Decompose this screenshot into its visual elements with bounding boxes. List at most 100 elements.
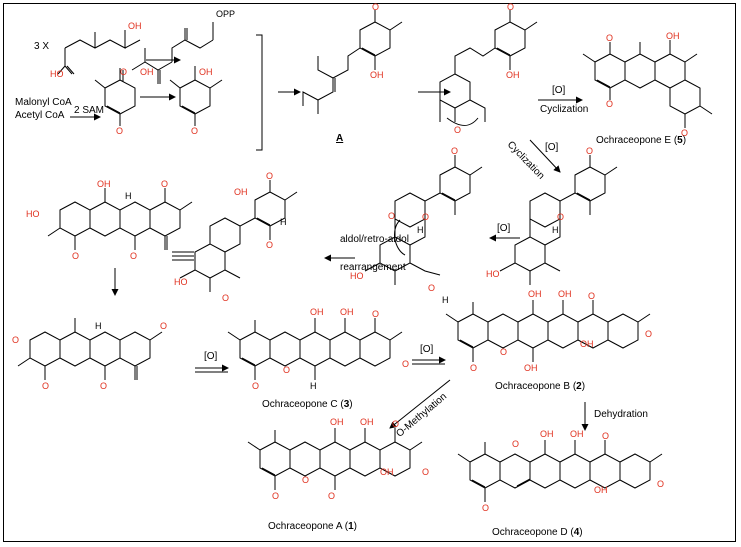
atom-o: O <box>422 467 430 477</box>
scheme-frame <box>3 3 736 542</box>
atom-h: H <box>417 225 424 235</box>
atom-ho: HO <box>486 269 500 279</box>
label-aldol: aldol/retro-aldol <box>340 234 409 245</box>
atom-o: O <box>266 240 274 250</box>
atom-oh: OH <box>540 429 554 439</box>
atom-o: O <box>130 251 138 261</box>
atom-o: O <box>606 33 614 43</box>
mevalonate-structure <box>57 30 141 75</box>
compound-c-name: Ochraceopone C <box>262 399 338 410</box>
atom-o: O <box>283 365 291 375</box>
atom-o: O <box>222 293 230 303</box>
compound-c-number: 3 <box>343 399 350 410</box>
atom-o: O <box>252 381 260 391</box>
atom-oh: OH <box>570 429 584 439</box>
atom-o: O <box>42 381 50 391</box>
atom-oh: OH <box>330 417 344 427</box>
compound-d-number: 4 <box>573 527 580 538</box>
label-oxidation: [O] <box>420 344 434 355</box>
atom-h: H <box>95 321 102 331</box>
atom-o: O <box>272 491 280 501</box>
tetracycle-right <box>499 155 618 285</box>
atom-o: O <box>266 171 274 181</box>
ochraceopone-b-structure <box>445 300 651 362</box>
intermediate-a <box>302 10 403 114</box>
atom-oh: OH <box>524 363 538 373</box>
atom-o: O <box>191 126 199 136</box>
label-oxidation: [O] <box>497 223 511 234</box>
pyrone-1 <box>94 68 136 126</box>
label-intermediate-a: A <box>336 133 344 144</box>
atom-o: O <box>454 125 462 135</box>
atom-oh: OH <box>506 70 520 80</box>
compound-e-label: Ochraceopone E (5) <box>596 135 687 146</box>
atom-ho: HO <box>26 209 40 219</box>
atom-o: O <box>422 212 430 222</box>
atom-o: O <box>500 347 508 357</box>
atom-o: O <box>12 335 20 345</box>
label-opp: OPP <box>216 9 236 19</box>
label-oxidation: [O] <box>204 351 218 362</box>
atom-oh: OH <box>340 307 354 317</box>
label-rearrangement: rearrangement <box>340 262 406 273</box>
atom-oh: OH <box>360 417 374 427</box>
atom-oh: OH <box>528 289 542 299</box>
atom-o: O <box>657 479 665 489</box>
atom-o: O <box>392 419 400 429</box>
label-malonyl-coa: Malonyl CoA <box>15 97 72 108</box>
atom-oh: OH <box>310 307 324 317</box>
rearranged-cage <box>179 180 298 292</box>
atom-o: O <box>116 126 124 136</box>
atom-o: O <box>588 291 596 301</box>
compound-d-name: Ochraceopone D <box>492 527 568 538</box>
atom-o: O <box>557 212 565 222</box>
atom-o: O <box>302 475 310 485</box>
pyrone-2 <box>169 66 223 126</box>
label-dehydration: Dehydration <box>594 409 648 420</box>
atom-oh: OH <box>140 67 154 77</box>
atom-h: H <box>442 295 449 305</box>
tetracycle-row3 <box>17 318 163 380</box>
atom-o: O <box>72 251 80 261</box>
atom-o: O <box>451 146 459 156</box>
label-cyclization: Cyclization <box>540 104 589 115</box>
atom-o: O <box>372 2 380 12</box>
atom-oh: OH <box>370 70 384 80</box>
ochraceopone-d-structure <box>457 440 663 502</box>
atom-oh: OH <box>594 485 608 495</box>
atom-oh: OH <box>128 21 142 31</box>
epoxide-precursor <box>439 10 538 126</box>
compound-e-name: Ochraceopone E <box>596 135 672 146</box>
atom-oh: OH <box>666 31 680 41</box>
atom-o: O <box>470 363 478 373</box>
ochraceopone-e-structure <box>582 40 713 128</box>
compound-a-name: Ochraceopone A <box>268 521 342 532</box>
atom-o: O <box>586 146 594 156</box>
label-acetyl-coa: Acetyl CoA <box>15 110 65 121</box>
atom-oh: OH <box>580 339 594 349</box>
atom-o: O <box>645 329 653 339</box>
atom-h: H <box>310 381 317 391</box>
atom-o: O <box>681 128 689 138</box>
ochraceopone-c-structure <box>227 318 403 380</box>
atom-o: O <box>161 179 169 189</box>
compound-b-label: Ochraceopone B (2) <box>495 381 586 392</box>
atom-h: H <box>552 225 559 235</box>
compound-e-number: 5 <box>677 135 683 146</box>
atom-oh: OH <box>199 67 213 77</box>
atom-o: O <box>328 491 336 501</box>
atom-oh: OH <box>234 187 248 197</box>
atom-o: O <box>120 67 128 77</box>
ggpp-chain <box>131 22 214 84</box>
atom-o: O <box>402 359 410 369</box>
atom-ho: HO <box>50 69 64 79</box>
compound-d-label: Ochraceopone D (4) <box>492 527 583 538</box>
atom-o: O <box>428 283 436 293</box>
label-sam: 2 SAM <box>74 105 105 116</box>
tetracycle-left <box>47 188 193 250</box>
atom-h: H <box>125 191 132 201</box>
atom-h: H <box>280 217 287 227</box>
label-three-x: 3 X <box>34 41 50 52</box>
atom-o: O <box>606 99 614 109</box>
ochraceopone-a-structure <box>247 428 423 490</box>
